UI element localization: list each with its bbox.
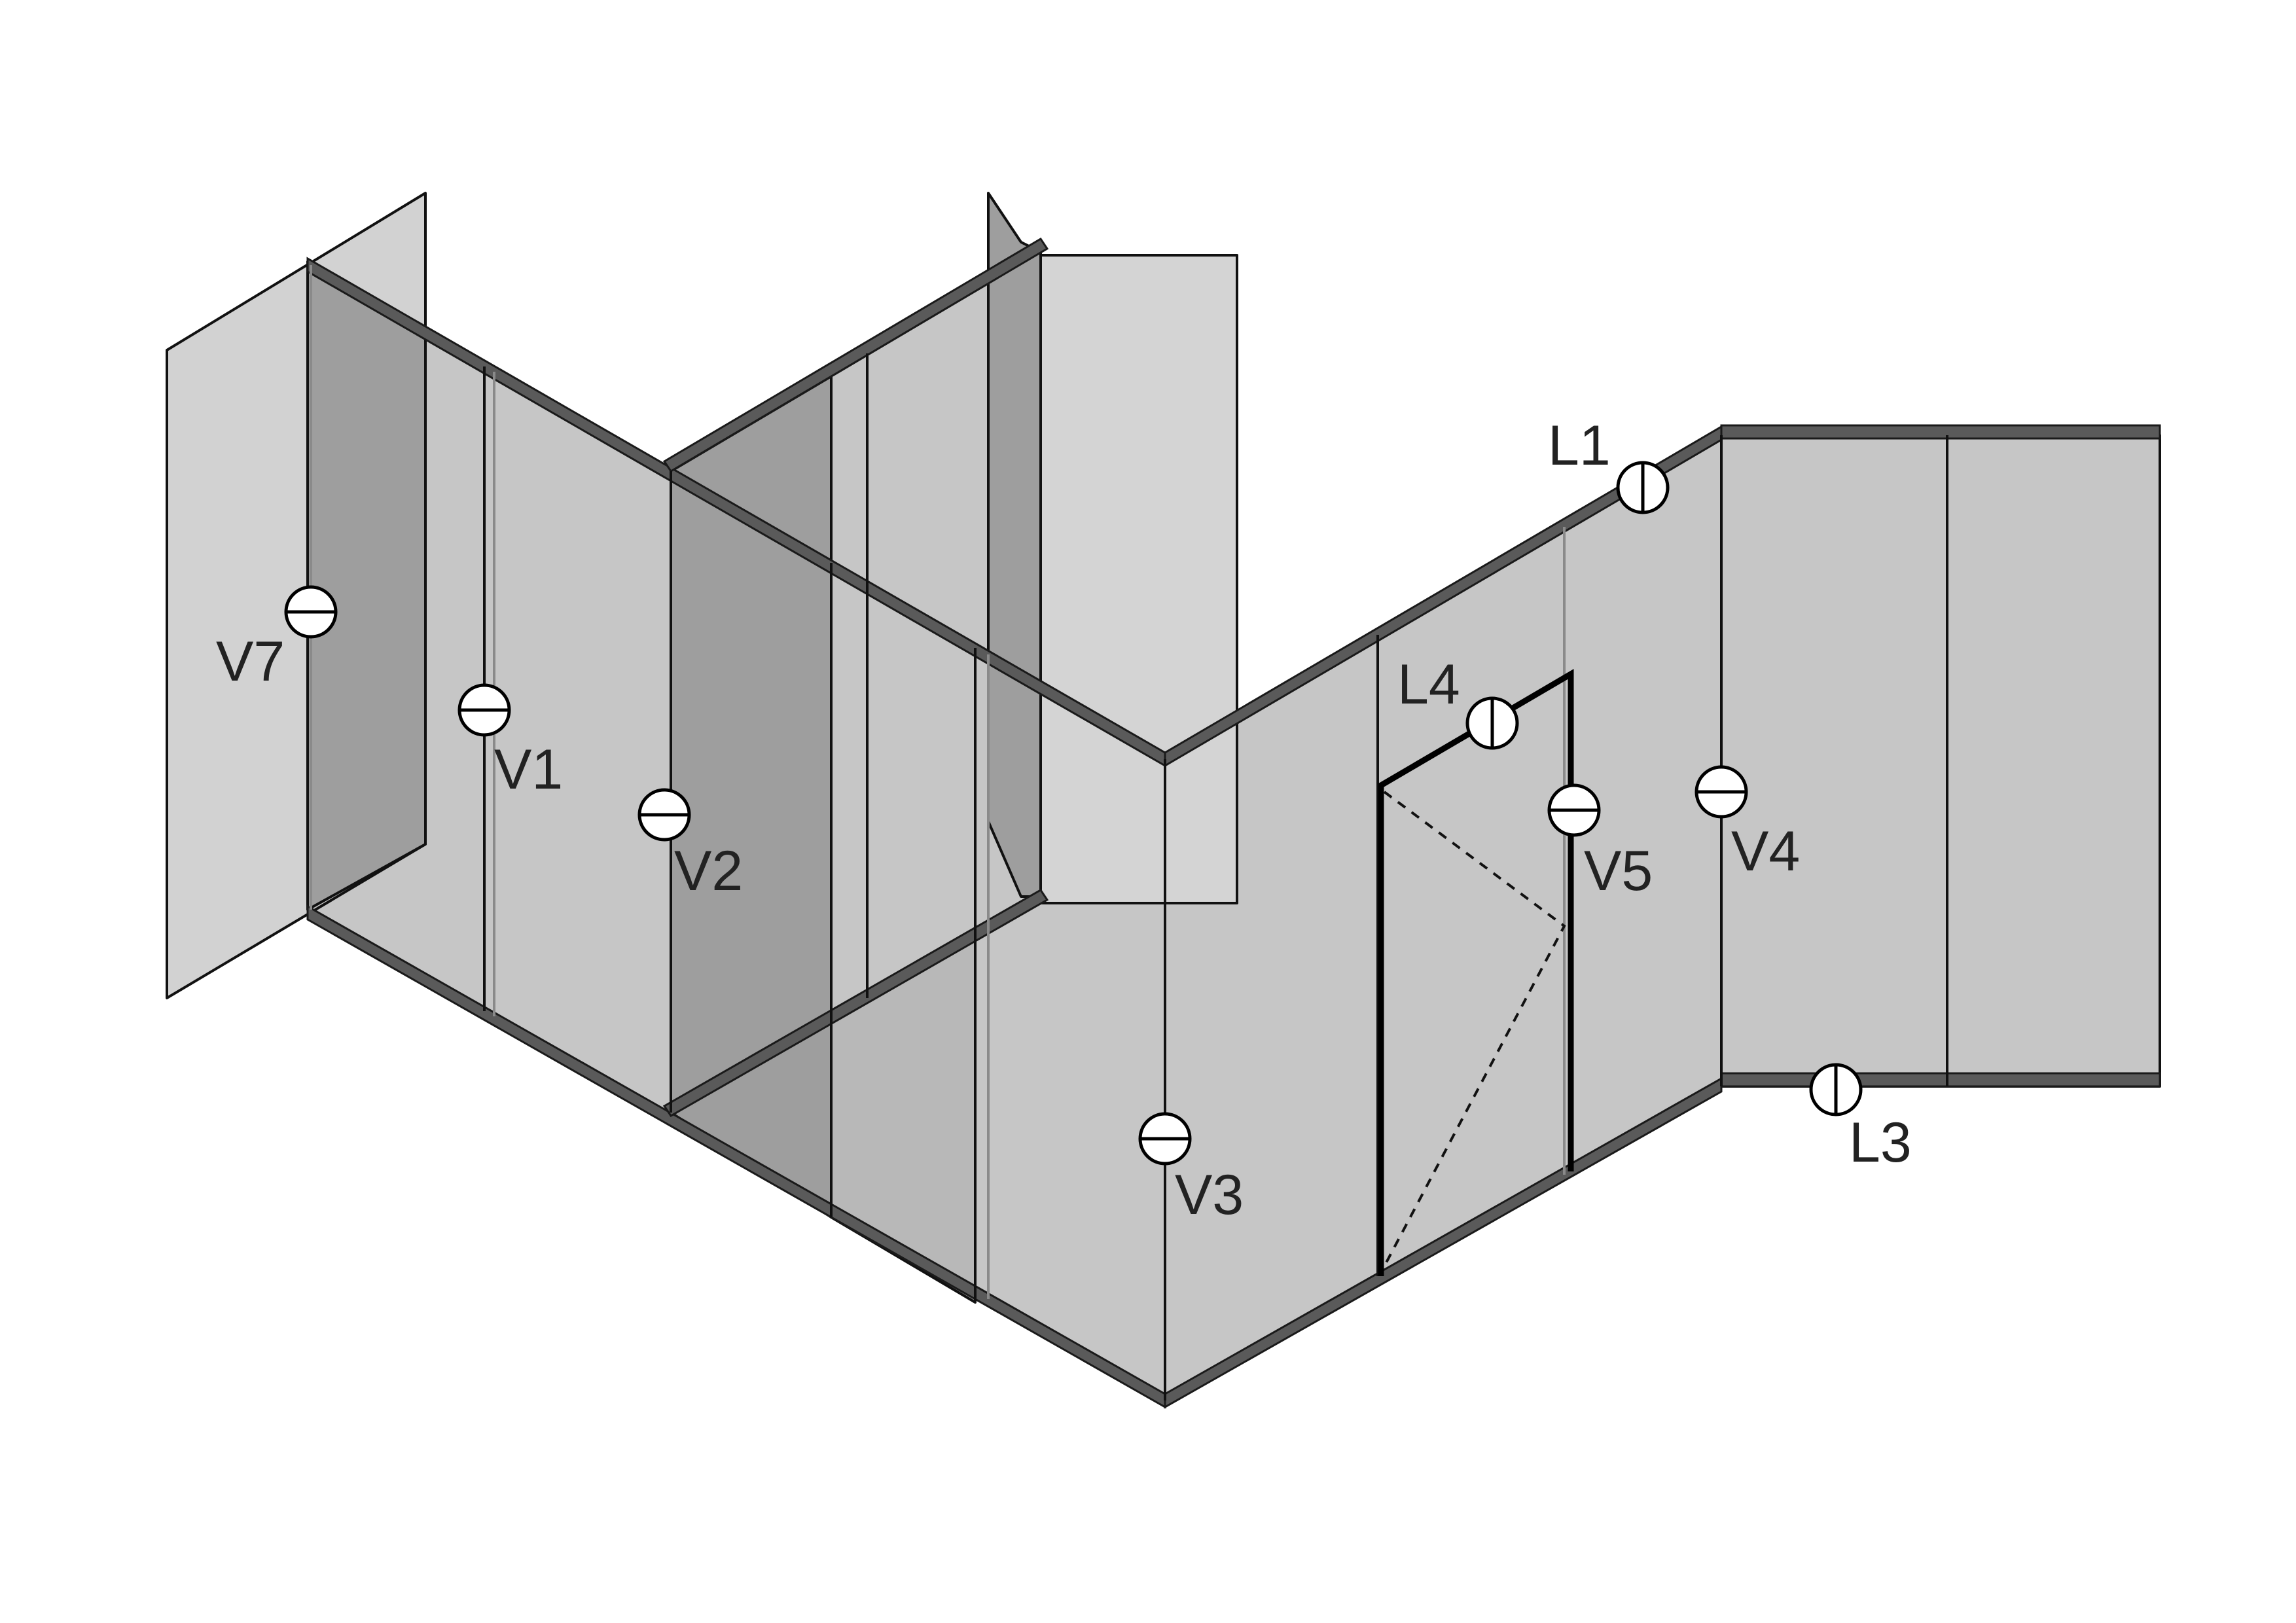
marker-v3 (1138, 1112, 1192, 1166)
label-v5: V5 (1584, 840, 1653, 902)
rail-top-far-right (1720, 424, 2161, 440)
label-l1: L1 (1548, 414, 1611, 477)
marker-l3 (1809, 1063, 1863, 1116)
label-v2: V2 (674, 840, 743, 902)
marker-l1 (1616, 461, 1670, 514)
rail-bottom-inner (662, 889, 1049, 1117)
marker-v7 (284, 585, 338, 639)
door-swing-lines (1383, 791, 1566, 1267)
marker-v5 (1547, 783, 1601, 837)
door-panel-open (1033, 254, 1238, 904)
marker-v2 (637, 788, 691, 842)
rail-bottom-far-right (1720, 1072, 2161, 1088)
label-l4: L4 (1397, 653, 1460, 716)
label-v7: V7 (216, 630, 285, 693)
right-main-wall (1164, 434, 1723, 1402)
marker-l4 (1465, 696, 1519, 750)
marker-v4 (1695, 765, 1748, 819)
rail-top-inner (662, 237, 1049, 473)
marker-v1 (457, 683, 511, 737)
label-v1: V1 (494, 738, 563, 801)
rail-bottom-right (1164, 1077, 1723, 1409)
freestanding-panel-v7-overlap (306, 260, 427, 911)
label-v4: V4 (1731, 820, 1800, 883)
label-v3: V3 (1175, 1164, 1244, 1226)
label-l3: L3 (1849, 1111, 1912, 1174)
far-right-wall (1720, 434, 2161, 1088)
door-panel-edge (987, 192, 1042, 898)
